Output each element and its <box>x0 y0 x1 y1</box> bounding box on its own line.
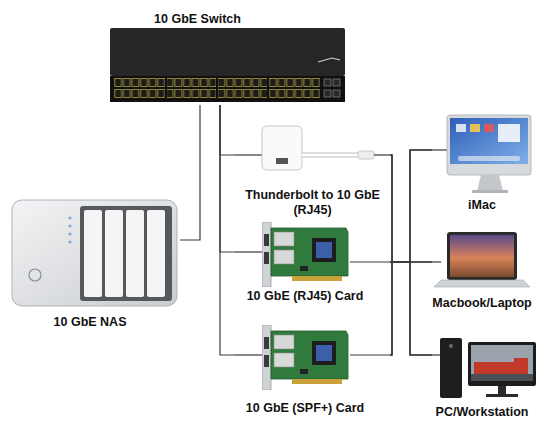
node-label: 10 GbE (SPF+) Card <box>235 401 375 416</box>
network-link <box>390 262 432 355</box>
node-label: 10 GbE Switch <box>140 12 255 27</box>
node-label: Macbook/Laptop <box>422 296 542 311</box>
adapter-node: Thunderbolt to 10 GbE (RJ45) <box>235 120 390 222</box>
network-link <box>390 262 432 355</box>
rj45-card-illustration <box>235 222 390 287</box>
node-label: Thunderbolt to 10 GbE (RJ45) <box>235 188 390 218</box>
computer-node: iMac <box>432 112 532 212</box>
thunderbolt-adapter-illustration <box>235 126 390 170</box>
sfp-card-illustration <box>235 325 390 390</box>
computer-node: Macbook/Laptop <box>432 228 532 313</box>
network-card-node: 10 GbE (SPF+) Card <box>235 320 390 420</box>
imac-illustration <box>432 115 531 193</box>
nas-illustration <box>12 200 177 306</box>
network-card-node: 10 GbE (RJ45) Card <box>235 218 390 308</box>
switch-node: 10 GbE Switch <box>110 8 345 105</box>
node-label: iMac <box>432 198 532 213</box>
network-link <box>220 105 235 252</box>
network-link <box>220 105 235 355</box>
network-link <box>390 150 432 355</box>
network-link <box>180 105 200 240</box>
network-link <box>390 155 432 262</box>
node-label: 10 GbE (RJ45) Card <box>235 289 375 304</box>
node-label: PC/Workstation <box>422 405 542 420</box>
node-label: 10 GbE NAS <box>10 315 170 330</box>
computer-node: PC/Workstation <box>432 334 532 424</box>
network-link <box>390 262 432 355</box>
network-link <box>390 150 432 262</box>
network-link <box>390 155 432 355</box>
laptop-illustration <box>432 232 530 287</box>
pc-illustration <box>432 338 536 398</box>
nas-node: 10 GbE NAS <box>10 195 180 335</box>
network-link <box>220 105 235 155</box>
network-link <box>390 150 432 262</box>
switch-illustration <box>110 28 345 102</box>
